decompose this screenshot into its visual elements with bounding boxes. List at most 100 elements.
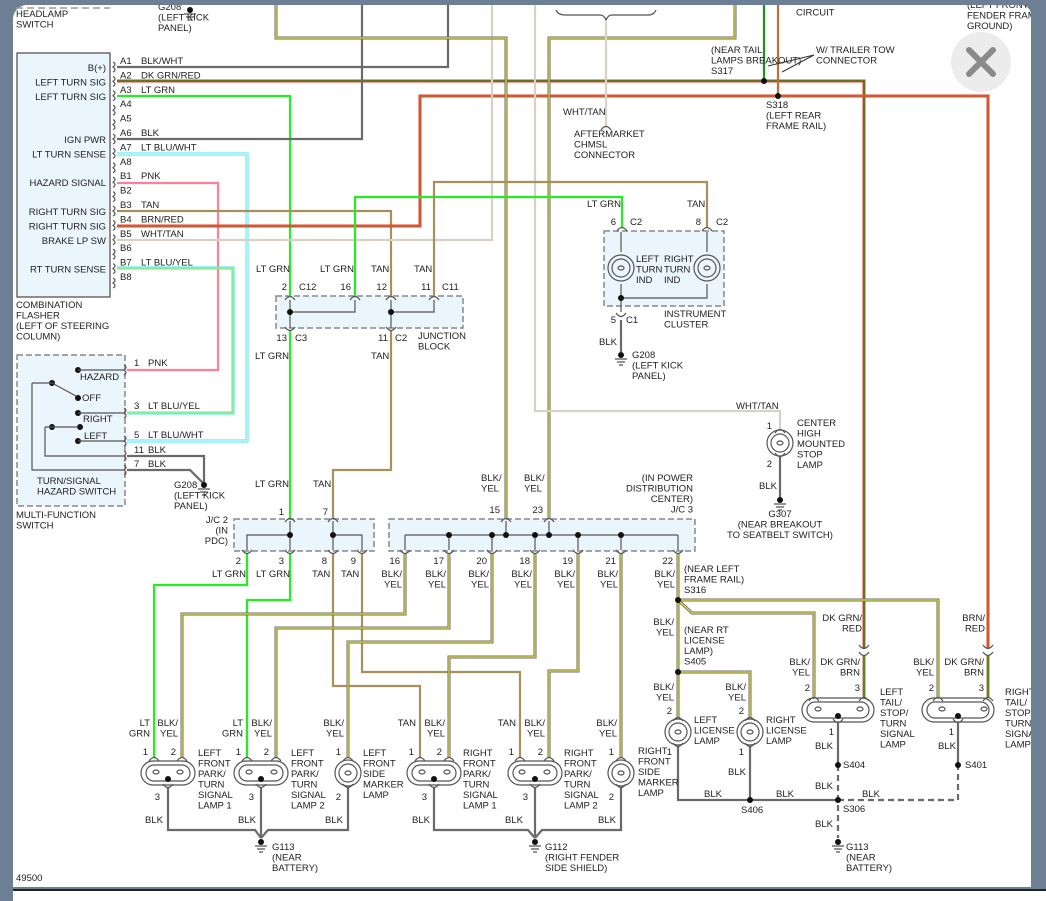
jc3-out-wire: BLK/YEL — [468, 569, 489, 591]
g113-front-label-line: (NEAR — [272, 853, 302, 864]
front-lamp-wire-line: BLK/ — [157, 718, 178, 729]
aftermarket-title-line: CONNECTOR — [574, 150, 635, 161]
wire-gnd-rf1 — [432, 787, 536, 839]
jc3-title-line: J/C 3 — [671, 505, 693, 516]
splice-dot — [330, 532, 336, 538]
wire-wht-tan-chmsl — [533, 5, 782, 430]
g113-rear-label-line: (NEAR — [846, 853, 876, 864]
s405-label-line: (NEAR RT — [684, 625, 729, 636]
left-front-ground-label-line: (LEFT FRONT — [967, 5, 1029, 11]
jc3-out-pin: 17 — [433, 556, 444, 567]
chmsl-title-line: HIGH — [797, 429, 821, 440]
connector-pin-icon — [615, 312, 627, 318]
flasher-pin-icon — [112, 61, 116, 73]
jc2-in-pin: 7 — [323, 507, 328, 518]
license-wire: BLK/YEL — [653, 682, 674, 704]
flasher-pin-id: B4 — [120, 214, 132, 225]
switch-position-label: RIGHT — [83, 414, 113, 425]
flasher-pin-icon — [112, 219, 116, 231]
connector-pin-icon — [615, 756, 627, 762]
front-lamp-name-line: MARKER — [638, 778, 679, 789]
connector-pin-icon — [952, 718, 964, 724]
wire-lt-grn-cluster — [353, 195, 624, 297]
right-turn-ind-label-line: TURN — [664, 265, 691, 276]
figure-number: 49500 — [16, 873, 42, 884]
connector-pin-icon — [342, 783, 354, 789]
flasher-pin-icon — [112, 263, 116, 275]
s318-splice — [775, 93, 781, 99]
wire-gnd-left-license — [676, 746, 838, 802]
s317-splice — [761, 78, 767, 84]
aftermarket-wire: WHT/TAN — [563, 107, 606, 118]
wire-blk-yel-15-stripe — [275, 5, 507, 519]
cluster-ground-label-line: (LEFT KICK — [632, 361, 684, 372]
jc3-in-wire-line: BLK/ — [481, 473, 502, 484]
connector-pin-icon — [744, 742, 756, 748]
flasher-pin-id: A5 — [120, 114, 132, 125]
tail-lamp-name-line: SIGNAL — [880, 729, 915, 740]
g208-top-label-line: PANEL) — [158, 23, 192, 34]
jc3-in-pin: 15 — [489, 505, 500, 516]
wire-s405-right-license-stripe — [678, 671, 751, 718]
jb-pin: 13 — [276, 333, 287, 344]
flasher-pin-function: BRAKE LP SW — [42, 236, 106, 247]
splice-dot — [388, 309, 394, 315]
connector-pin-icon — [428, 783, 440, 789]
connector-pin-icon — [284, 326, 296, 332]
splice-dot — [77, 424, 83, 430]
bulb-icon — [770, 433, 790, 453]
front-side-marker-bulb — [334, 759, 362, 787]
wires — [117, 5, 990, 839]
tail-lamp-feed-wire: DK GRN/RED — [822, 613, 862, 635]
license-pin: 2 — [739, 706, 744, 717]
cluster-title-line: CLUSTER — [664, 320, 708, 331]
mfs-inner-title-line: HAZARD SWITCH — [37, 487, 116, 498]
front-lamp-wire-line: GRN — [129, 729, 150, 740]
splice-dot — [618, 295, 624, 301]
flasher-pin-id: B3 — [120, 200, 132, 211]
front-lamp-ground-wire: BLK — [505, 815, 524, 826]
front-lamp-wire-line: YEL — [427, 729, 445, 740]
left-license-name-line: LICENSE — [694, 726, 735, 737]
jc2-title-line: PDC) — [205, 536, 228, 547]
front-park-turn-lamp — [140, 760, 196, 786]
connector-pin-icon — [600, 125, 612, 131]
front-lamp-pin: 1 — [336, 747, 341, 758]
bulb-icon — [668, 722, 688, 742]
connector-pin-icon — [572, 549, 584, 555]
connector-pin-icon — [342, 756, 354, 762]
tail-lamp-ground-wire: BLK — [938, 741, 957, 752]
front-lamp-name-line: FRONT — [363, 759, 396, 770]
tail-lamp-pin: 1 — [829, 727, 834, 738]
internal-line — [290, 300, 356, 313]
jc3-out-wire-line: BLK/ — [511, 569, 532, 580]
connector-pin-icon — [672, 549, 684, 555]
left-turn-indicator-bulb — [607, 254, 635, 282]
aftermarket-title-line: CHMSL — [574, 140, 607, 151]
front-lamp-name-line: FRONT — [638, 757, 671, 768]
wire-b7-lt-blu-yel — [117, 266, 235, 415]
components — [31, 7, 995, 853]
front-lamp-name-line: FRONT — [198, 759, 231, 770]
wire-b1-pnk — [117, 181, 220, 372]
connector-pin-icon — [514, 756, 526, 762]
connector-pin-icon — [672, 742, 684, 748]
connector-pin-icon — [255, 783, 267, 789]
connector-pin-icon — [832, 718, 844, 724]
filament-icon — [746, 729, 754, 735]
flasher-pin-id: B2 — [120, 186, 132, 197]
chmsl-ground-label-line: TO SEATBELT SWITCH) — [727, 530, 833, 541]
jb-pin: 2 — [282, 282, 287, 293]
s405-splice — [675, 669, 681, 675]
filament-icon — [814, 706, 822, 712]
close-button[interactable] — [951, 32, 1011, 92]
jc3-out-wire-line: YEL — [657, 580, 675, 591]
s404-label: S404 — [843, 760, 865, 771]
jc3-out-pin: 19 — [562, 556, 573, 567]
